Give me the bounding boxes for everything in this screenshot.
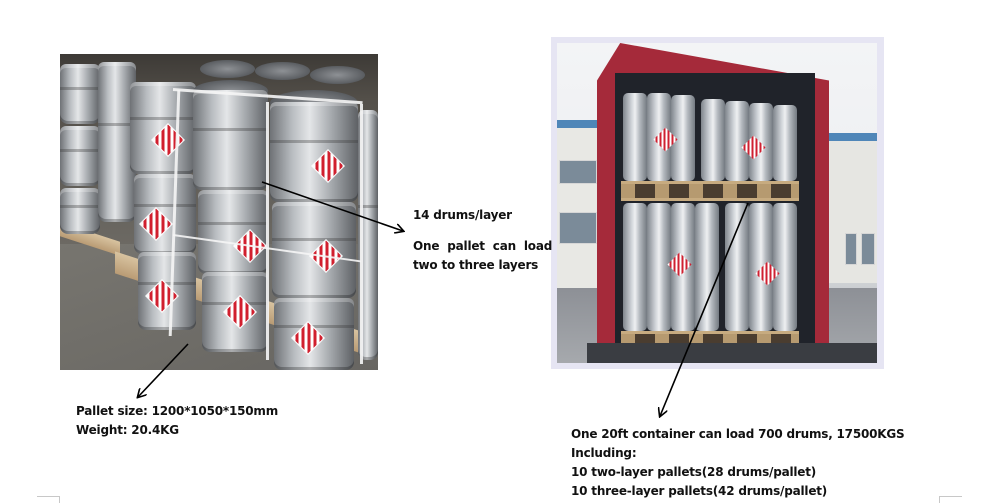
drum-lid — [310, 66, 365, 84]
drum — [701, 99, 725, 181]
drum — [647, 203, 671, 331]
loading-deck — [587, 343, 877, 363]
drum — [198, 190, 268, 274]
including-label: Including: — [571, 446, 637, 460]
upper-pallet — [621, 181, 799, 201]
pallet-size-text: Pallet size: 1200*1050*150mm — [76, 404, 279, 418]
drum — [623, 203, 647, 331]
drum — [270, 102, 358, 202]
layer-callout: 14 drums/layer One pallet can load two t… — [413, 206, 552, 275]
page-corner-mark-left — [37, 496, 60, 503]
container-capacity-text: One 20ft container can load 700 drums, 1… — [571, 427, 905, 441]
drum — [725, 203, 749, 331]
drum — [695, 203, 719, 331]
building-right — [825, 133, 877, 283]
drum-lid — [255, 62, 310, 80]
building-left — [557, 120, 600, 290]
drum — [98, 62, 136, 222]
strap — [266, 102, 269, 360]
drum — [725, 101, 749, 181]
drums-per-layer-text: 14 drums/layer — [413, 208, 512, 222]
drum — [60, 126, 100, 186]
container-callout: One 20ft container can load 700 drums, 1… — [571, 425, 905, 501]
window — [861, 233, 875, 265]
layers-range-text: two to three layers — [413, 258, 539, 272]
pallet-load-text: One pallet can load — [413, 239, 553, 253]
window — [559, 160, 597, 184]
window — [559, 212, 597, 244]
drum — [773, 203, 797, 331]
window — [845, 233, 857, 265]
three-layer-pallets-text: 10 three-layer pallets(42 drums/pallet) — [571, 484, 828, 498]
pallet-weight-text: Weight: 20.4KG — [76, 423, 179, 437]
loaded-container-photo — [557, 43, 877, 363]
drum — [60, 188, 100, 234]
pallet-callout: Pallet size: 1200*1050*150mm Weight: 20.… — [76, 402, 278, 440]
drum — [134, 174, 196, 254]
drum — [193, 90, 268, 190]
drum — [773, 105, 797, 181]
drum — [60, 64, 100, 124]
strap — [360, 104, 363, 364]
drum-lid — [200, 60, 255, 78]
drum — [623, 93, 647, 181]
two-layer-pallets-text: 10 two-layer pallets(28 drums/pallet) — [571, 465, 817, 479]
drums-on-pallet-photo — [60, 54, 378, 370]
page-corner-mark-right — [939, 496, 962, 503]
